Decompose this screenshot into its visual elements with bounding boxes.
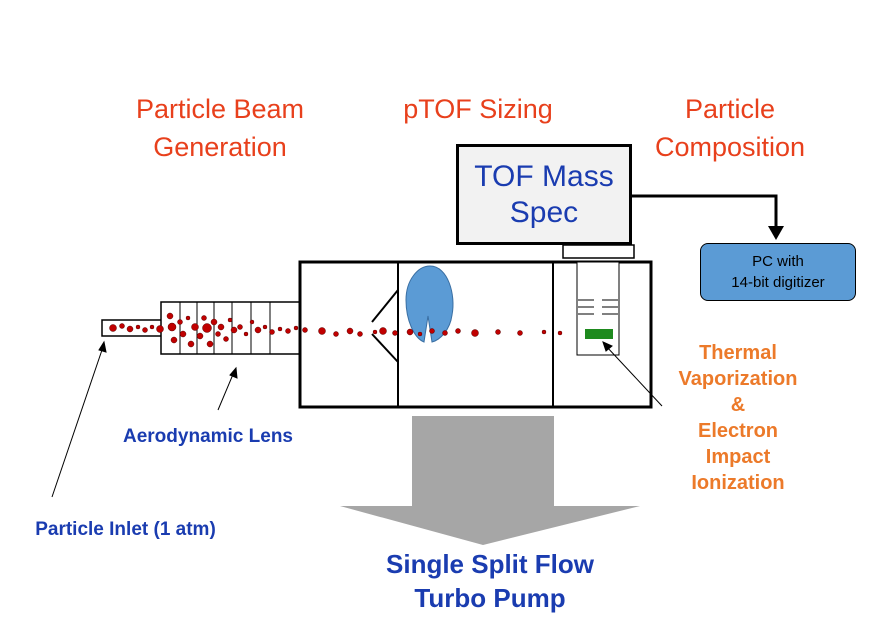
particle	[185, 315, 191, 321]
particle	[254, 326, 262, 334]
particle	[187, 340, 195, 348]
skimmer-lower	[371, 333, 399, 363]
particle	[392, 330, 398, 336]
particle	[429, 328, 435, 334]
tof-box-line: Spec	[509, 196, 579, 229]
section-title-ptof-sizing: pTOF Sizing	[368, 90, 588, 128]
lens-apertures	[179, 302, 271, 354]
particle	[149, 324, 155, 330]
particle	[302, 327, 308, 333]
pc-box-line: 14-bit digitizer	[731, 274, 825, 291]
particle	[541, 329, 547, 335]
particle	[277, 326, 283, 332]
ion-source-housing	[576, 261, 620, 356]
section-title-line: pTOF Sizing	[403, 94, 553, 124]
particle	[202, 323, 212, 333]
particle	[285, 328, 291, 334]
tof-connector	[562, 244, 635, 259]
particle	[166, 312, 174, 320]
ionization-line: Impact	[705, 446, 771, 468]
vaporizer-heater	[585, 329, 613, 339]
particle	[442, 330, 448, 336]
pc-digitizer-box: PC with 14-bit digitizer	[700, 243, 856, 301]
ionization-line: Thermal	[699, 342, 777, 364]
particle	[126, 325, 134, 333]
particle	[217, 323, 225, 331]
particle	[379, 327, 387, 335]
particle	[455, 328, 461, 334]
section-title-beam-generation: Particle Beam Generation	[100, 90, 340, 166]
particle	[179, 330, 187, 338]
tof-box-line: TOF Mass	[474, 160, 614, 193]
particle	[293, 325, 299, 331]
particle	[167, 322, 177, 332]
section-title-line: Particle	[684, 94, 776, 124]
ionization-line: Ionization	[691, 472, 785, 494]
pump-label-line: Single Split Flow	[386, 549, 594, 579]
extraction-plates	[578, 299, 618, 315]
particle	[249, 319, 255, 325]
connector-arrowhead	[768, 226, 784, 240]
turbo-pump-arrow	[340, 416, 640, 545]
lens-pointer	[217, 371, 235, 411]
particle	[357, 331, 363, 337]
particle	[135, 324, 141, 330]
section-title-line: Composition	[654, 132, 806, 162]
particle	[372, 329, 378, 335]
particle	[215, 331, 221, 337]
particle	[191, 323, 199, 331]
particle-inlet-label: Particle Inlet (1 atm)	[35, 519, 216, 540]
tof-to-pc-connector	[632, 194, 778, 228]
particle	[142, 327, 148, 333]
particle	[227, 317, 233, 323]
chopper-wheel	[405, 265, 454, 343]
particle	[406, 328, 414, 336]
particle	[230, 326, 238, 334]
turbo-pump-label: Single Split Flow Turbo Pump	[360, 547, 620, 615]
particle	[495, 329, 501, 335]
particle	[206, 340, 214, 348]
particle	[346, 327, 354, 335]
particle	[417, 331, 423, 337]
particle-beam	[109, 312, 563, 348]
particle	[170, 336, 178, 344]
ionization-line: Electron	[697, 420, 779, 442]
particle	[119, 323, 125, 329]
particle	[156, 325, 164, 333]
particle	[210, 318, 218, 326]
particle	[333, 331, 339, 337]
pc-box-line: PC with	[752, 253, 804, 270]
particle	[557, 330, 563, 336]
particle	[196, 332, 204, 340]
particle	[223, 336, 229, 342]
particle	[243, 331, 249, 337]
particle	[177, 319, 183, 325]
particle	[109, 324, 117, 332]
particle	[262, 324, 268, 330]
skimmer-upper	[371, 289, 399, 323]
heater-pointer	[605, 345, 663, 407]
ionization-line: Vaporization	[678, 368, 798, 390]
particle	[517, 330, 523, 336]
aerodynamic-lens-label: Aerodynamic Lens	[123, 426, 293, 447]
pointer-arrows	[51, 340, 663, 498]
particle	[318, 327, 326, 335]
particle	[237, 324, 243, 330]
section-title-line: Particle Beam	[135, 94, 305, 124]
ionization-label: Thermal Vaporization & Electron Impact I…	[650, 340, 826, 496]
particle	[269, 329, 275, 335]
pump-label-line: Turbo Pump	[414, 583, 566, 613]
section-title-particle-composition: Particle Composition	[620, 90, 840, 166]
particle	[201, 315, 207, 321]
ionization-line: &	[730, 394, 746, 416]
particle	[471, 329, 479, 337]
section-title-line: Generation	[153, 132, 287, 162]
inlet-pointer	[51, 346, 104, 498]
tof-mass-spec-box: TOF Mass Spec	[456, 144, 632, 245]
